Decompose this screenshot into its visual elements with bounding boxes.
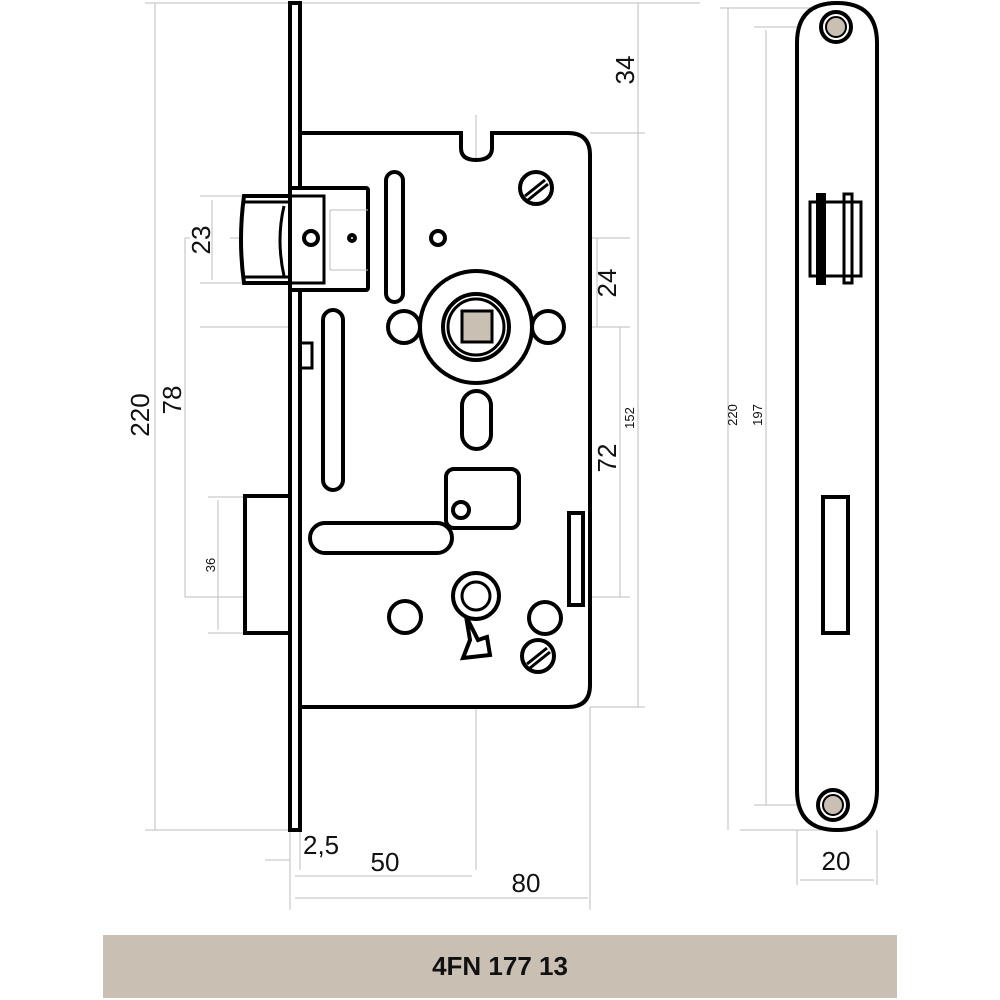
dim-152: 152 [622, 407, 637, 429]
dim-2-5: 2,5 [303, 830, 339, 860]
dim-197: 197 [750, 404, 765, 426]
slot-long [321, 308, 345, 492]
dim-72: 72 [592, 444, 622, 473]
dim-220-forend: 220 [725, 404, 740, 426]
dim-20: 20 [822, 846, 851, 876]
oval-hole [460, 389, 493, 451]
lock-body [298, 131, 592, 709]
product-code-banner: 4FN 177 13 [103, 935, 897, 998]
dim-220: 220 [125, 393, 155, 436]
hole [527, 600, 563, 636]
hole [451, 500, 471, 520]
spindle-follower [386, 269, 566, 385]
dim-24: 24 [592, 269, 622, 298]
dim-34: 34 [610, 56, 640, 85]
dim-36: 36 [203, 558, 218, 572]
keyhole-icon [451, 571, 501, 661]
stop-button [298, 341, 314, 370]
hole [387, 599, 423, 635]
hole [429, 229, 447, 247]
slot-vertical [384, 170, 405, 304]
product-code: 4FN 177 13 [432, 951, 568, 981]
latch-bolt [239, 186, 370, 292]
square-block [444, 467, 521, 530]
dim-23: 23 [186, 226, 216, 255]
forend-view [795, 0, 879, 833]
slot-narrow [567, 511, 585, 607]
deadbolt [243, 494, 292, 635]
slot-horizontal [308, 521, 454, 555]
screw-icon [520, 638, 556, 674]
spindle-square [460, 309, 494, 344]
dim-78: 78 [157, 386, 187, 415]
dim-80: 80 [512, 868, 541, 898]
screw-icon [518, 170, 554, 206]
dim-50: 50 [371, 847, 400, 877]
